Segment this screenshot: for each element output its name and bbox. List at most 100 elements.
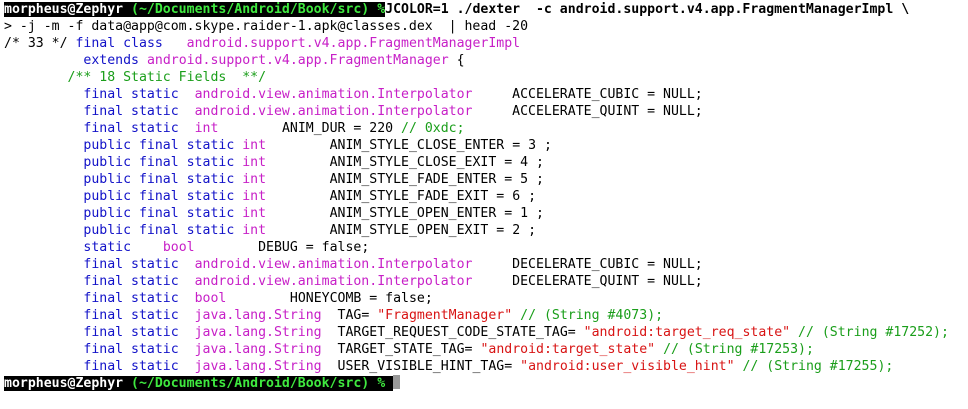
field-type: android.view.animation.Interpolator (194, 87, 473, 102)
field-string-literal: "android:user_visible_hint" (520, 359, 735, 374)
field-type: java.lang.String (194, 308, 322, 323)
field-type: bool (162, 240, 195, 255)
field-declaration: TAG= (337, 308, 378, 323)
prompt-cwd: (~/Documents/Android/Book/src) (131, 2, 370, 17)
field-type: java.lang.String (194, 325, 322, 340)
field-declaration: HONEYCOMB = false; (289, 291, 433, 306)
field-row: final static java.lang.String TARGET_STA… (0, 341, 968, 358)
command-continuation: > -j -m -f data@app@com.skype.raider-1.a… (4, 19, 529, 34)
field-type: android.view.animation.Interpolator (194, 257, 473, 272)
field-modifiers: public final static (83, 155, 235, 170)
prompt-cwd: (~/Documents/Android/Book/src) (131, 376, 370, 391)
static-fields-count: /** 18 Static Fields **/ (67, 70, 267, 85)
field-list: final static android.view.animation.Inte… (0, 86, 968, 375)
field-modifiers: final static (83, 342, 179, 357)
field-row: static bool DEBUG = false; (0, 239, 968, 256)
command-line-1: morpheus@Zephyr (~/Documents/Android/Boo… (0, 1, 968, 18)
field-comment: // (String #4073); (520, 308, 664, 323)
field-comment: // (String #17252); (798, 325, 949, 340)
field-declaration: ANIM_STYLE_CLOSE_ENTER = 3 ; (329, 138, 552, 153)
field-type: int (242, 223, 267, 238)
field-declaration: ANIM_STYLE_OPEN_ENTER = 1 ; (329, 206, 544, 221)
field-declaration: ACCELERATE_QUINT = NULL; (512, 104, 703, 119)
field-type: int (242, 206, 267, 221)
field-declaration: ACCELERATE_CUBIC = NULL; (512, 87, 703, 102)
field-type: int (242, 189, 267, 204)
field-modifiers: final static (83, 87, 179, 102)
field-declaration: ANIM_STYLE_OPEN_EXIT = 2 ; (329, 223, 537, 238)
field-comment: // (String #17253); (663, 342, 814, 357)
class-extends: extends android.support.v4.app.FragmentM… (0, 52, 968, 69)
superclass-name: android.support.v4.app.FragmentManager (146, 53, 449, 68)
field-type: android.view.animation.Interpolator (194, 274, 473, 289)
field-string-literal: "FragmentManager" (377, 308, 513, 323)
field-declaration: TARGET_STATE_TAG= (337, 342, 481, 357)
field-row: public final static int ANIM_STYLE_OPEN_… (0, 222, 968, 239)
extends-keyword: extends (83, 53, 139, 68)
field-modifiers: final static (83, 291, 179, 306)
field-modifiers: public final static (83, 172, 235, 187)
field-modifiers: static (83, 240, 132, 255)
field-modifiers: final static (83, 257, 179, 272)
field-modifiers: final static (83, 325, 179, 340)
field-row: public final static int ANIM_STYLE_CLOSE… (0, 154, 968, 171)
command-line-2: > -j -m -f data@app@com.skype.raider-1.a… (0, 18, 968, 35)
class-modifiers: final class (75, 36, 163, 51)
static-fields-comment: /** 18 Static Fields **/ (0, 69, 968, 86)
field-type: int (194, 121, 219, 136)
prompt-user-host: morpheus@Zephyr (4, 2, 124, 17)
field-row: final static java.lang.String TAG= "Frag… (0, 307, 968, 324)
field-row: final static java.lang.String TARGET_REQ… (0, 324, 968, 341)
field-modifiers: public final static (83, 206, 235, 221)
field-type: java.lang.String (194, 342, 322, 357)
command-line-final[interactable]: morpheus@Zephyr (~/Documents/Android/Boo… (0, 375, 968, 392)
class-declaration: /* 33 */ final class android.support.v4.… (0, 35, 968, 52)
field-row: final static android.view.animation.Inte… (0, 86, 968, 103)
shell-prompt: morpheus@Zephyr (~/Documents/Android/Boo… (4, 2, 386, 17)
field-type: java.lang.String (194, 359, 322, 374)
class-line-comment: /* 33 */ (4, 36, 68, 51)
field-row: public final static int ANIM_STYLE_OPEN_… (0, 205, 968, 222)
field-string-literal: "android:target_state" (480, 342, 656, 357)
field-row: final static android.view.animation.Inte… (0, 103, 968, 120)
shell-prompt-final: morpheus@Zephyr (~/Documents/Android/Boo… (4, 376, 394, 391)
field-row: final static bool HONEYCOMB = false; (0, 290, 968, 307)
open-brace: { (456, 53, 465, 68)
field-declaration: ANIM_STYLE_FADE_EXIT = 6 ; (329, 189, 537, 204)
field-type: int (242, 155, 267, 170)
field-row: public final static int ANIM_STYLE_CLOSE… (0, 137, 968, 154)
field-declaration: ANIM_STYLE_FADE_ENTER = 5 ; (329, 172, 544, 187)
field-modifiers: final static (83, 104, 179, 119)
field-declaration: DECELERATE_CUBIC = NULL; (512, 257, 703, 272)
field-row: public final static int ANIM_STYLE_FADE_… (0, 188, 968, 205)
field-declaration: USER_VISIBLE_HINT_TAG= (337, 359, 521, 374)
prompt-symbol: % (377, 2, 386, 17)
prompt-user-host: morpheus@Zephyr (4, 376, 124, 391)
field-comment: // 0xdc; (401, 121, 465, 136)
text-cursor (393, 375, 401, 389)
field-type: int (242, 138, 267, 153)
field-type: int (242, 172, 267, 187)
field-modifiers: final static (83, 359, 179, 374)
field-row: final static java.lang.String USER_VISIB… (0, 358, 968, 375)
field-modifiers: final static (83, 121, 179, 136)
field-row: final static android.view.animation.Inte… (0, 256, 968, 273)
field-type: android.view.animation.Interpolator (194, 104, 473, 119)
field-modifiers: public final static (83, 223, 235, 238)
field-modifiers: final static (83, 274, 179, 289)
field-declaration: TARGET_REQUEST_CODE_STATE_TAG= (337, 325, 584, 340)
field-modifiers: final static (83, 308, 179, 323)
prompt-symbol: % (377, 376, 386, 391)
field-modifiers: public final static (83, 138, 235, 153)
command-text: JCOLOR=1 ./dexter -c android.support.v4.… (385, 2, 910, 17)
field-declaration: ANIM_DUR = 220 (281, 121, 394, 136)
field-modifiers: public final static (83, 189, 235, 204)
field-type: bool (194, 291, 227, 306)
field-row: public final static int ANIM_STYLE_FADE_… (0, 171, 968, 188)
field-string-literal: "android:target_req_state" (583, 325, 791, 340)
class-name: android.support.v4.app.FragmentManagerIm… (186, 36, 521, 51)
field-declaration: DECELERATE_QUINT = NULL; (512, 274, 703, 289)
field-declaration: ANIM_STYLE_CLOSE_EXIT = 4 ; (329, 155, 544, 170)
field-comment: // (String #17255); (742, 359, 894, 374)
